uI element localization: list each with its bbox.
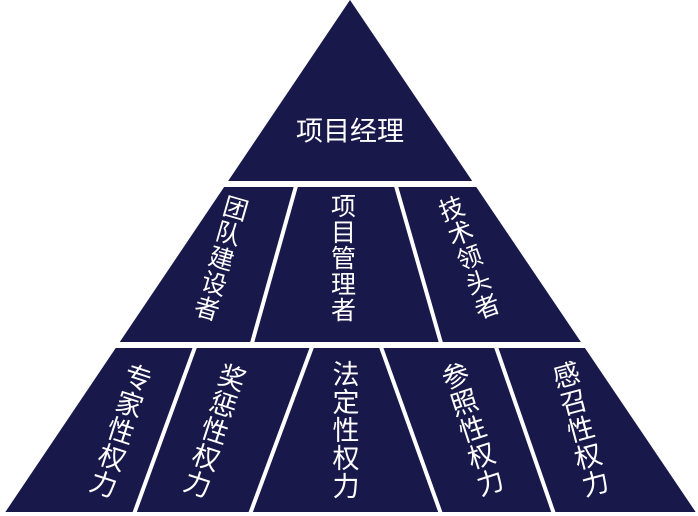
column-dividers	[132, 185, 556, 515]
tier-top-label: 项目经理	[296, 116, 404, 148]
pyramid-body	[4, 0, 697, 514]
divider	[248, 346, 314, 515]
separators	[0, 181, 698, 516]
divider	[132, 346, 197, 515]
divider	[494, 346, 556, 515]
divider	[379, 346, 443, 515]
tier-middle-label-project-manager: 项目管理者	[327, 193, 357, 323]
divider	[394, 185, 443, 344]
divider	[250, 185, 298, 344]
tier-bottom-label-legitimate-power: 法定性权力	[327, 360, 359, 500]
